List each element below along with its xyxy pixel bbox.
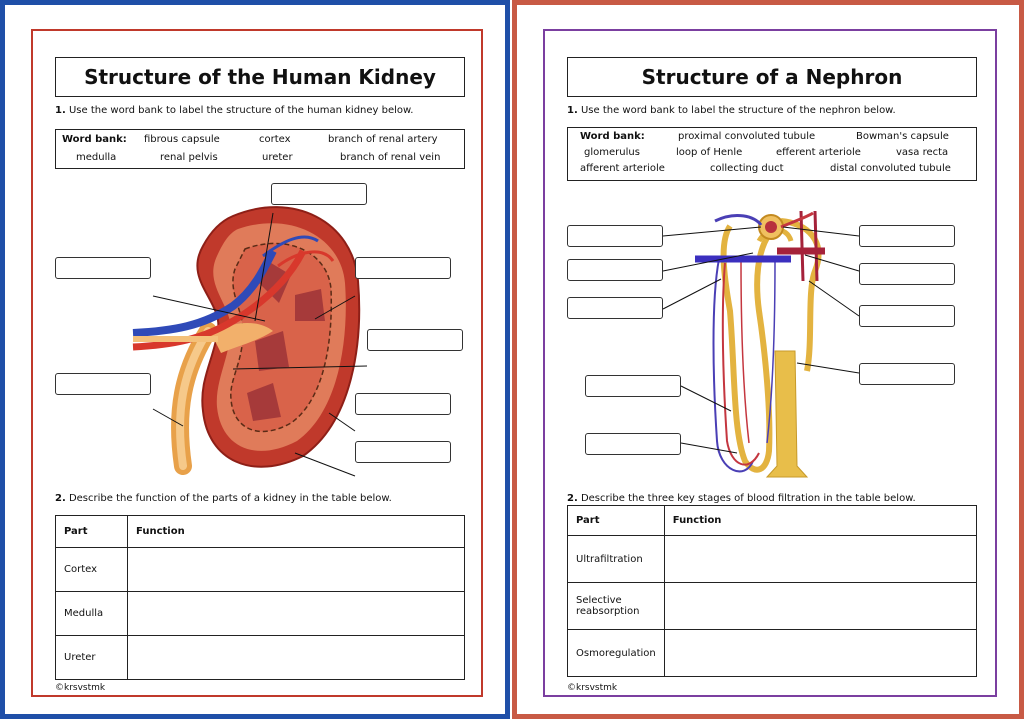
kidney-question-1: 1. Use the word bank to label the struct…	[55, 105, 413, 116]
table-row: Ultrafiltration	[567, 535, 978, 583]
kidney-table-header-function: Function	[127, 515, 465, 548]
word-loop-of-henle: loop of Henle	[676, 147, 743, 158]
nephron-q2-text: Describe the three key stages of blood f…	[580, 493, 916, 504]
kidney-word-bank: Word bank: fibrous capsule cortex branch…	[55, 129, 465, 169]
kidney-worksheet-frame: Structure of the Human Kidney 1. Use the…	[31, 29, 483, 697]
nephron-label-box-8[interactable]	[585, 375, 681, 397]
kidney-row-ureter-answer[interactable]	[127, 635, 465, 680]
nephron-label-box-3[interactable]	[567, 297, 663, 319]
kidney-label-box-7[interactable]	[355, 441, 451, 463]
kidney-row-cortex-answer[interactable]	[127, 547, 465, 592]
word-glomerulus: glomerulus	[584, 147, 640, 158]
nephron-question-2: 2. Describe the three key stages of bloo…	[567, 493, 916, 504]
nephron-label-box-7[interactable]	[859, 363, 955, 385]
word-bowmans-capsule: Bowman's capsule	[856, 131, 949, 142]
nephron-label-box-4[interactable]	[859, 225, 955, 247]
nephron-table-header-row: Part Function	[567, 505, 978, 536]
nephron-label-box-1[interactable]	[567, 225, 663, 247]
nephron-worksheet: Structure of a Nephron 1. Use the word b…	[512, 0, 1024, 719]
nephron-title: Structure of a Nephron	[567, 57, 977, 97]
table-row: Ureter	[55, 635, 465, 680]
word-distal-convoluted-tubule: distal convoluted tubule	[830, 163, 951, 174]
kidney-label-box-1[interactable]	[271, 183, 367, 205]
nephron-question-1: 1. Use the word bank to label the struct…	[567, 105, 896, 116]
kidney-row-medulla-label: Medulla	[55, 591, 128, 636]
nephron-table-header-function: Function	[663, 505, 978, 536]
kidney-function-table: Part Function Cortex Medulla Ureter	[55, 515, 465, 680]
nephron-label-box-9[interactable]	[585, 433, 681, 455]
word-branch-renal-artery: branch of renal artery	[328, 134, 438, 145]
nephron-q2-number: 2.	[567, 493, 578, 504]
kidney-table-header-row: Part Function	[55, 515, 465, 548]
kidney-diagram	[132, 206, 368, 477]
table-row: Osmoregulation	[567, 629, 978, 677]
kidney-label-box-2[interactable]	[55, 257, 151, 279]
word-afferent-arteriole: afferent arteriole	[580, 163, 665, 174]
kidney-q1-number: 1.	[55, 105, 66, 116]
word-vasa-recta: vasa recta	[896, 147, 949, 158]
word-renal-pelvis: renal pelvis	[160, 152, 218, 163]
kidney-worksheet: Structure of the Human Kidney 1. Use the…	[0, 0, 510, 719]
nephron-diagram	[662, 210, 860, 478]
nephron-word-bank: Word bank: proximal convoluted tubule Bo…	[567, 127, 977, 181]
word-fibrous-capsule: fibrous capsule	[144, 134, 220, 145]
kidney-title: Structure of the Human Kidney	[55, 57, 465, 97]
kidney-table-header-part: Part	[55, 515, 128, 548]
word-collecting-duct: collecting duct	[710, 163, 784, 174]
nephron-row-ultrafiltration-label: Ultrafiltration	[567, 535, 665, 583]
kidney-row-ureter-label: Ureter	[55, 635, 128, 680]
kidney-row-medulla-answer[interactable]	[127, 591, 465, 636]
table-row: Cortex	[55, 547, 465, 592]
nephron-label-box-2[interactable]	[567, 259, 663, 281]
kidney-word-bank-label: Word bank:	[62, 134, 127, 145]
kidney-label-box-6[interactable]	[355, 393, 451, 415]
nephron-q1-text: Use the word bank to label the structure…	[580, 105, 896, 116]
word-cortex: cortex	[259, 134, 291, 145]
kidney-label-box-3[interactable]	[355, 257, 451, 279]
word-efferent-arteriole: efferent arteriole	[776, 147, 861, 158]
word-ureter: ureter	[262, 152, 293, 163]
table-row: Medulla	[55, 591, 465, 636]
kidney-copyright: ©krsvstmk	[55, 683, 106, 693]
nephron-row-osmoregulation-answer[interactable]	[663, 629, 978, 677]
nephron-label-box-5[interactable]	[859, 263, 955, 285]
nephron-label-box-6[interactable]	[859, 305, 955, 327]
word-branch-renal-vein: branch of renal vein	[340, 152, 441, 163]
nephron-worksheet-frame: Structure of a Nephron 1. Use the word b…	[543, 29, 997, 697]
nephron-copyright: ©krsvstmk	[567, 683, 618, 693]
kidney-question-2: 2. Describe the function of the parts of…	[55, 493, 392, 504]
nephron-word-bank-label: Word bank:	[580, 131, 645, 142]
kidney-q2-text: Describe the function of the parts of a …	[68, 493, 392, 504]
nephron-q1-number: 1.	[567, 105, 578, 116]
kidney-label-box-5[interactable]	[55, 373, 151, 395]
table-row: Selective reabsorption	[567, 582, 978, 630]
nephron-table-header-part: Part	[567, 505, 665, 536]
kidney-row-cortex-label: Cortex	[55, 547, 128, 592]
kidney-q2-number: 2.	[55, 493, 66, 504]
nephron-row-selective-reabsorption-label: Selective reabsorption	[567, 582, 665, 630]
nephron-row-osmoregulation-label: Osmoregulation	[567, 629, 665, 677]
kidney-q1-text: Use the word bank to label the structure…	[68, 105, 414, 116]
word-proximal-convoluted-tubule: proximal convoluted tubule	[678, 131, 816, 142]
word-medulla: medulla	[76, 152, 117, 163]
kidney-label-box-4[interactable]	[367, 329, 463, 351]
nephron-function-table: Part Function Ultrafiltration Selective …	[567, 505, 978, 677]
nephron-row-selective-reabsorption-answer[interactable]	[663, 582, 978, 630]
nephron-row-ultrafiltration-answer[interactable]	[663, 535, 978, 583]
